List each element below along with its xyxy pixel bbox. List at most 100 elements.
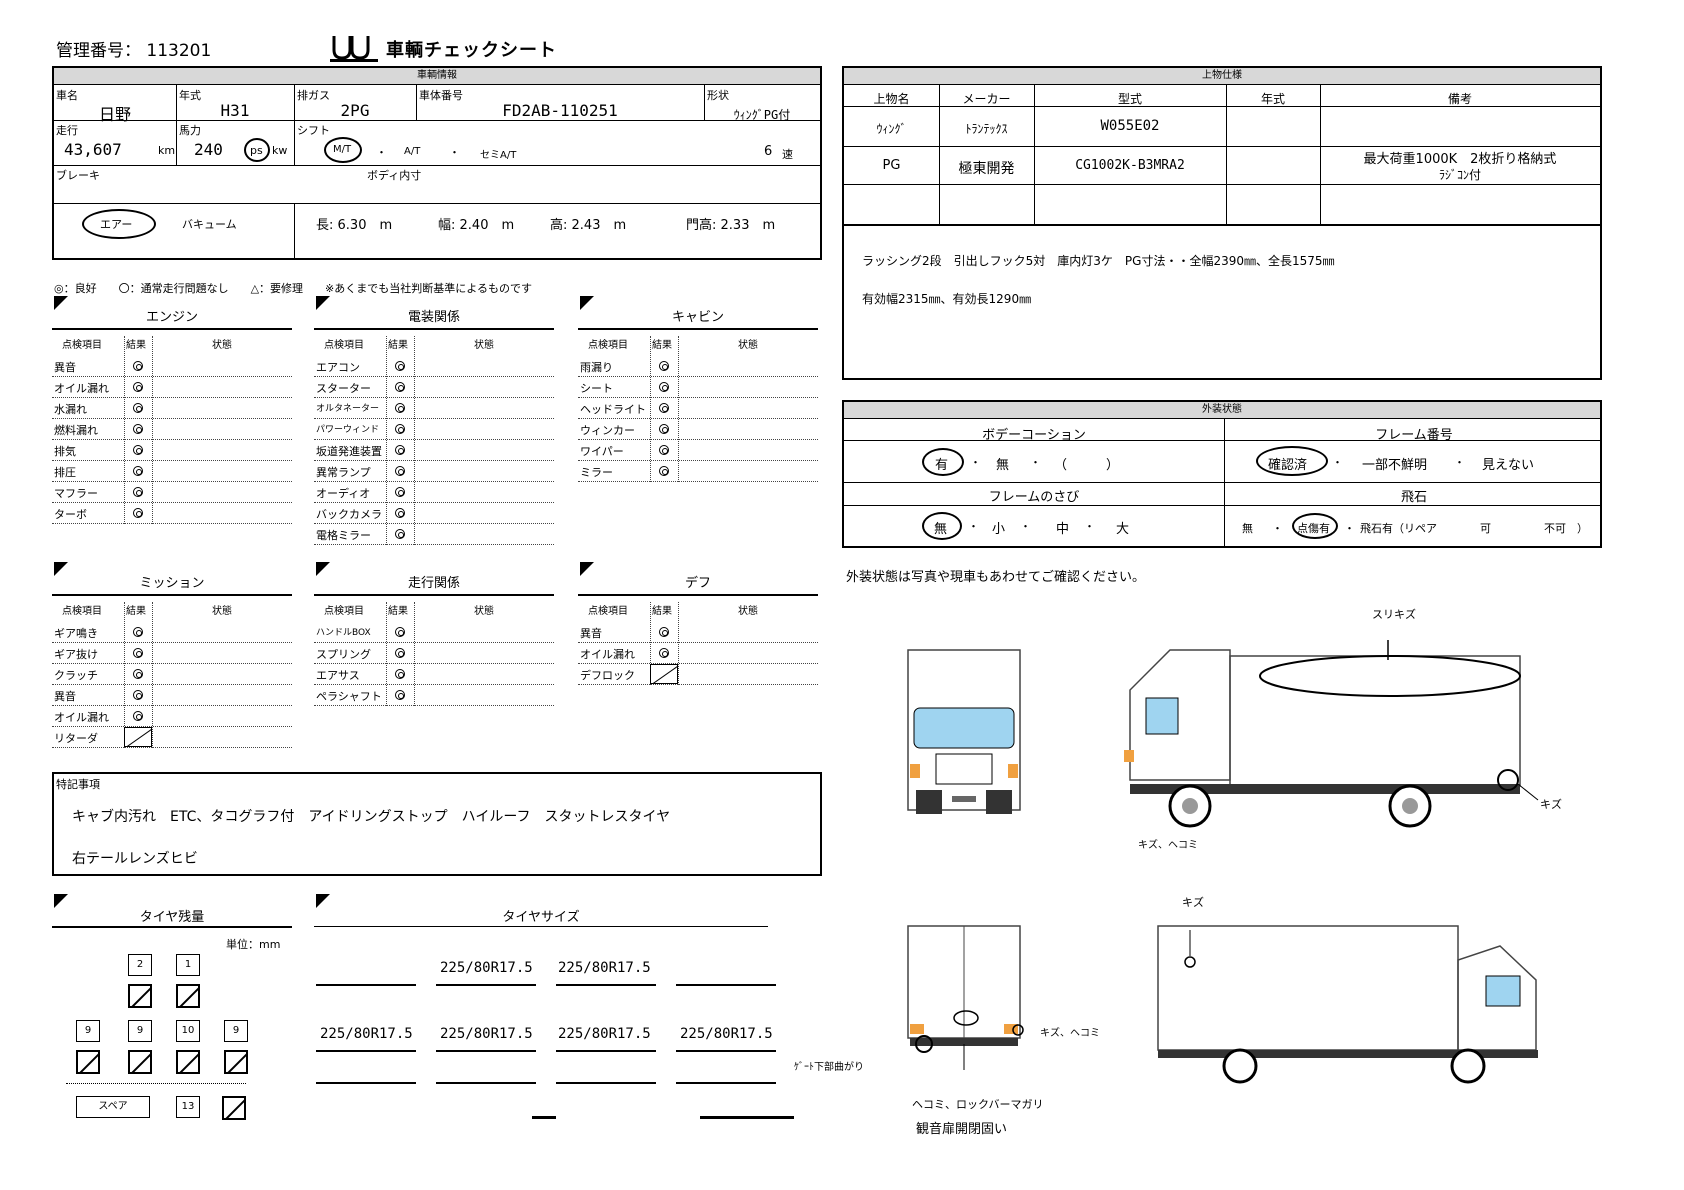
upper-spec-line1: ラッシング2段 引出しフック5対 庫内灯3ケ PG寸法・・全幅2390㎜、全長1… — [862, 254, 1335, 268]
result-good-mark — [395, 382, 405, 392]
mission-item-label: リターダ — [54, 732, 98, 745]
col-result-header: 結果 — [388, 606, 408, 617]
mileage-unit: km — [158, 144, 176, 157]
stone-repair-ok: 可 — [1480, 522, 1491, 535]
tire-size-rear-2: 225/80R17.5 — [440, 1026, 533, 1042]
diff-row: オイル漏れ — [578, 643, 818, 664]
result-good-mark — [133, 382, 143, 392]
frame-confirmed: 確認済 — [1268, 458, 1308, 473]
result-good-mark — [659, 403, 669, 413]
col-result-header: 結果 — [652, 606, 672, 617]
electric-row: パワーウィンド — [314, 419, 554, 440]
tire-front-left: 2 — [128, 954, 152, 976]
diff-section-marker — [580, 562, 594, 576]
cabin-item-label: ワイパー — [580, 445, 624, 458]
cabin-row: ワイパー — [578, 440, 818, 461]
result-good-mark — [133, 648, 143, 658]
drive-item-label: ハンドルBOX — [316, 628, 371, 638]
upper-r1-name: ｳｨﾝｸﾞ — [876, 122, 907, 136]
rust-big: 大 — [1116, 522, 1130, 537]
chassis-value: FD2AB-110251 — [502, 101, 618, 120]
frame-no-label: フレーム番号 — [1375, 428, 1453, 443]
engine-item-label: 排気 — [54, 445, 76, 458]
col-maker: メーカー — [962, 92, 1011, 106]
electric-row: 電格ミラー — [314, 524, 554, 545]
body-height: 高: 2.43 m — [550, 218, 627, 233]
electric-item-label: バックカメラ — [316, 508, 382, 521]
stone-label: 飛石 — [1400, 490, 1427, 505]
drive-row: ハンドルBOX — [314, 622, 554, 643]
engine-item-label: ターボ — [54, 508, 87, 521]
stone-dots: 点傷有 — [1297, 522, 1330, 535]
power-ps: ps — [250, 144, 263, 157]
engine-section-marker — [54, 296, 68, 310]
electric-item-label: オーディオ — [316, 487, 371, 500]
engine-section-title: エンジン — [145, 310, 198, 325]
tire-front-right: 1 — [176, 954, 200, 976]
result-good-mark — [659, 424, 669, 434]
diff-checklist: 点検項目結果状態異音オイル漏れデフロック — [578, 602, 818, 685]
electric-row: オーディオ — [314, 482, 554, 503]
mileage-label: 走行 — [56, 124, 78, 137]
exterior-box: 外装状態 ボデーコーション フレーム番号 有 ・ 無 ・ （ ） 確認済 ・ 一… — [842, 400, 1602, 548]
tire-unit: 単位：mm — [226, 938, 281, 951]
diff-item-label: 異音 — [580, 627, 602, 640]
tire-size-title: タイヤサイズ — [502, 910, 580, 925]
gate-bend-label: ｹﾞｰﾄ下部曲がり — [794, 1062, 864, 1073]
remarks-box: 特記事項 キャブ内汚れ ETC、タコグラフ付 アイドリングストップ ハイルーフ … — [52, 772, 822, 876]
truck-side-right-view — [1157, 925, 1538, 1084]
col-model: 型式 — [1117, 92, 1142, 106]
truck-rear-view — [907, 925, 1024, 1070]
col-result-header: 結果 — [652, 340, 672, 351]
shift-at: A/T — [404, 146, 421, 157]
electric-item-label: 異常ランプ — [316, 466, 371, 479]
result-good-mark — [133, 445, 143, 455]
maker-label: 車名 — [56, 89, 78, 102]
electric-row: 異常ランプ — [314, 461, 554, 482]
rust-mid: 中 — [1056, 522, 1070, 537]
not-applicable-mark — [650, 664, 678, 684]
exterior-header: 外装状態 — [844, 402, 1600, 419]
tire-rear-slash-4 — [224, 1050, 248, 1074]
stone-repair-ng: 不可 ） — [1544, 522, 1588, 535]
brake-vacuum: バキューム — [182, 218, 237, 231]
mission-item-label: 異音 — [54, 690, 76, 703]
remarks-line2: 右テールレンズヒビ — [72, 851, 198, 867]
tire-size-front-2: 225/80R17.5 — [558, 960, 651, 976]
drive-row: スプリング — [314, 643, 554, 664]
result-good-mark — [659, 627, 669, 637]
col-result-header: 結果 — [388, 340, 408, 351]
mission-item-label: オイル漏れ — [54, 711, 109, 724]
col-remarks: 備考 — [1447, 92, 1472, 106]
upper-spec-line2: 有効幅2315㎜、有効長1290㎜ — [862, 292, 1032, 306]
engine-row: ターボ — [52, 503, 292, 524]
col-item-header: 点検項目 — [62, 340, 102, 351]
engine-row: オイル漏れ — [52, 377, 292, 398]
result-good-mark — [395, 648, 405, 658]
cabin-item-label: ウィンカー — [580, 424, 635, 437]
cabin-section-marker — [580, 296, 594, 310]
truck-front-view — [907, 649, 1021, 814]
col-item-header: 点検項目 — [588, 340, 628, 351]
tire-size-rear-3: 225/80R17.5 — [558, 1026, 651, 1042]
year-value: H31 — [220, 101, 250, 120]
power-label: 馬力 — [179, 124, 201, 137]
side-scratch-label: キズ — [1182, 896, 1204, 909]
coat-label: ボデーコーション — [982, 428, 1086, 443]
result-good-mark — [659, 445, 669, 455]
col-result-header: 結果 — [126, 340, 146, 351]
result-good-mark — [133, 361, 143, 371]
tire-rear-slash-3 — [176, 1050, 200, 1074]
col-item-header: 点検項目 — [588, 606, 628, 617]
emission-label: 排ガス — [297, 89, 330, 102]
electric-section-title: 電装関係 — [407, 310, 460, 325]
gate-height: 門高: 2.33 m — [686, 218, 776, 233]
cabin-row: 雨漏り — [578, 356, 818, 377]
upper-spec-box: 上物仕様 上物名 メーカー 型式 年式 備考 ｳｨﾝｸﾞ ﾄﾗﾝﾃｯｸｽ W05… — [842, 66, 1602, 380]
col-item-header: 点検項目 — [324, 340, 364, 351]
engine-row: マフラー — [52, 482, 292, 503]
body-width: 幅: 2.40 m — [438, 218, 515, 233]
result-good-mark — [395, 690, 405, 700]
maker-value: 日野 — [98, 105, 131, 124]
cabin-row: ミラー — [578, 461, 818, 482]
